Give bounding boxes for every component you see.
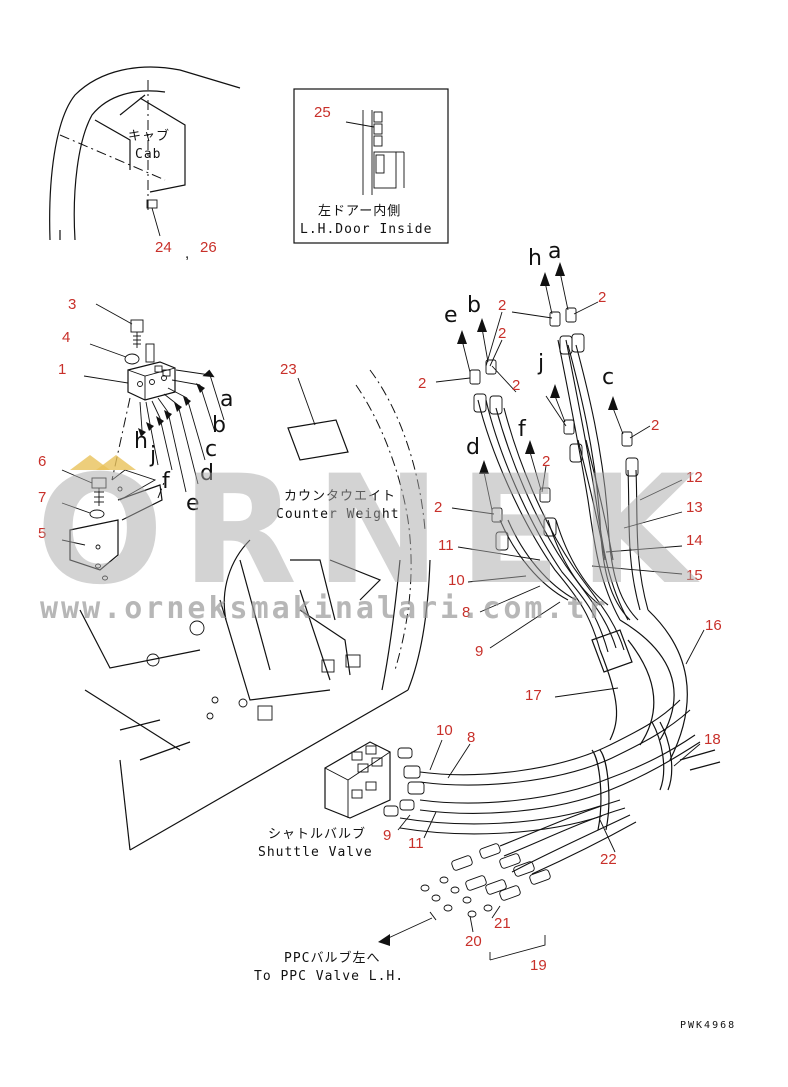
callout-11-lower: 11: [408, 835, 424, 852]
bracket-port-arrows: [138, 369, 225, 493]
port-label-b-left: b: [212, 413, 226, 438]
callout-24: 24: [155, 239, 172, 256]
callout-22: 22: [600, 851, 617, 868]
drawing-code: PWK4968: [680, 1020, 736, 1031]
callout-17: 17: [525, 687, 542, 704]
callout-19: 19: [530, 957, 547, 974]
callout-18: 18: [704, 731, 721, 748]
ppc-label-jp: PPCバルブ左へ: [284, 950, 380, 966]
right-leaders: [457, 479, 705, 853]
callout-4: 4: [62, 329, 70, 346]
callout-12: 12: [686, 469, 703, 486]
callout-2-f: 2: [651, 417, 659, 434]
watermark-brand: ORNEK: [36, 444, 713, 618]
port-label-e-right: e: [444, 303, 458, 328]
counterweight-label-jp: カウンタウエイト: [284, 489, 396, 504]
port-label-b-right: b: [467, 293, 481, 318]
callout-6: 6: [38, 453, 46, 470]
door-label-jp: 左ドアー内側: [318, 203, 401, 219]
shuttle-label-jp: シャトルバルブ: [268, 826, 366, 842]
port-label-d-left: d: [200, 461, 214, 486]
port-label-a-left: a: [220, 387, 233, 412]
callout-8-upper: 8: [462, 604, 470, 621]
ppc-leaders: [378, 905, 546, 961]
bracket-assembly: [69, 319, 176, 581]
callout-10-lower: 10: [436, 722, 453, 739]
callout-5: 5: [38, 525, 46, 542]
callout-21: 21: [494, 915, 511, 932]
callout-2-c: 2: [498, 325, 506, 342]
door-inset: [293, 88, 449, 244]
callout-3: 3: [68, 296, 76, 313]
plate-23: [287, 419, 349, 461]
callout-14: 14: [686, 532, 703, 549]
callout-13: 13: [686, 499, 703, 516]
port-label-j-left: j: [149, 443, 156, 468]
callout-2-leaders: [435, 301, 651, 515]
cab-outline: [49, 66, 241, 241]
port-label-f-left: f: [162, 469, 171, 494]
port-label-c-left: c: [205, 437, 217, 462]
callout-2-b: 2: [498, 297, 506, 314]
callout-2-e: 2: [598, 289, 606, 306]
callout-2-a: 2: [418, 375, 426, 392]
hose-fittings: [469, 307, 639, 551]
port-label-d-right: d: [466, 435, 480, 460]
callout-10-upper: 10: [448, 572, 465, 589]
bracket-leaders: [61, 303, 133, 546]
callout-comma: ,: [185, 245, 189, 262]
callout-23: 23: [280, 361, 297, 378]
callout-2-d: 2: [512, 377, 520, 394]
shuttle-valve: [324, 741, 425, 819]
hose-bundle: [399, 339, 721, 875]
port-label-c-right: c: [602, 365, 614, 390]
callout-15: 15: [686, 567, 703, 584]
machine-body: [79, 369, 431, 851]
port-label-h-right: h: [528, 246, 542, 271]
counterweight-label-en: Counter Weight: [276, 507, 400, 522]
door-label-en: L.H.Door Inside: [300, 222, 432, 237]
callout-1: 1: [58, 361, 66, 378]
callout-9-upper: 9: [475, 643, 483, 660]
watermark: ORNEK www.orneksmakinalari.com.tr: [36, 444, 713, 626]
callout-20: 20: [465, 933, 482, 950]
ppc-connectors: [420, 843, 551, 918]
callout-16: 16: [705, 617, 722, 634]
ppc-label-en: To PPC Valve L.H.: [254, 969, 404, 984]
callout-11-upper: 11: [438, 537, 454, 554]
watermark-url: www.orneksmakinalari.com.tr: [40, 591, 609, 626]
port-label-f-right: f: [518, 417, 527, 442]
port-label-a-right: a: [548, 239, 561, 264]
port-label-j-right: j: [537, 351, 544, 376]
port-label-e-left: e: [186, 491, 200, 516]
cab-label-en: Cab: [135, 147, 161, 162]
callout-2-h: 2: [434, 499, 442, 516]
callout-26: 26: [200, 239, 217, 256]
shuttle-leaders: [397, 739, 471, 839]
callout-8-lower: 8: [467, 729, 475, 746]
shuttle-label-en: Shuttle Valve: [258, 845, 373, 860]
callout-7: 7: [38, 489, 46, 506]
callout-2-g: 2: [542, 453, 550, 470]
callout-25: 25: [314, 104, 331, 121]
cab-label-jp: キャブ: [128, 128, 170, 144]
callout-9-lower: 9: [383, 827, 391, 844]
port-label-h-left: h: [134, 429, 148, 454]
upper-port-arrows: [457, 262, 624, 511]
